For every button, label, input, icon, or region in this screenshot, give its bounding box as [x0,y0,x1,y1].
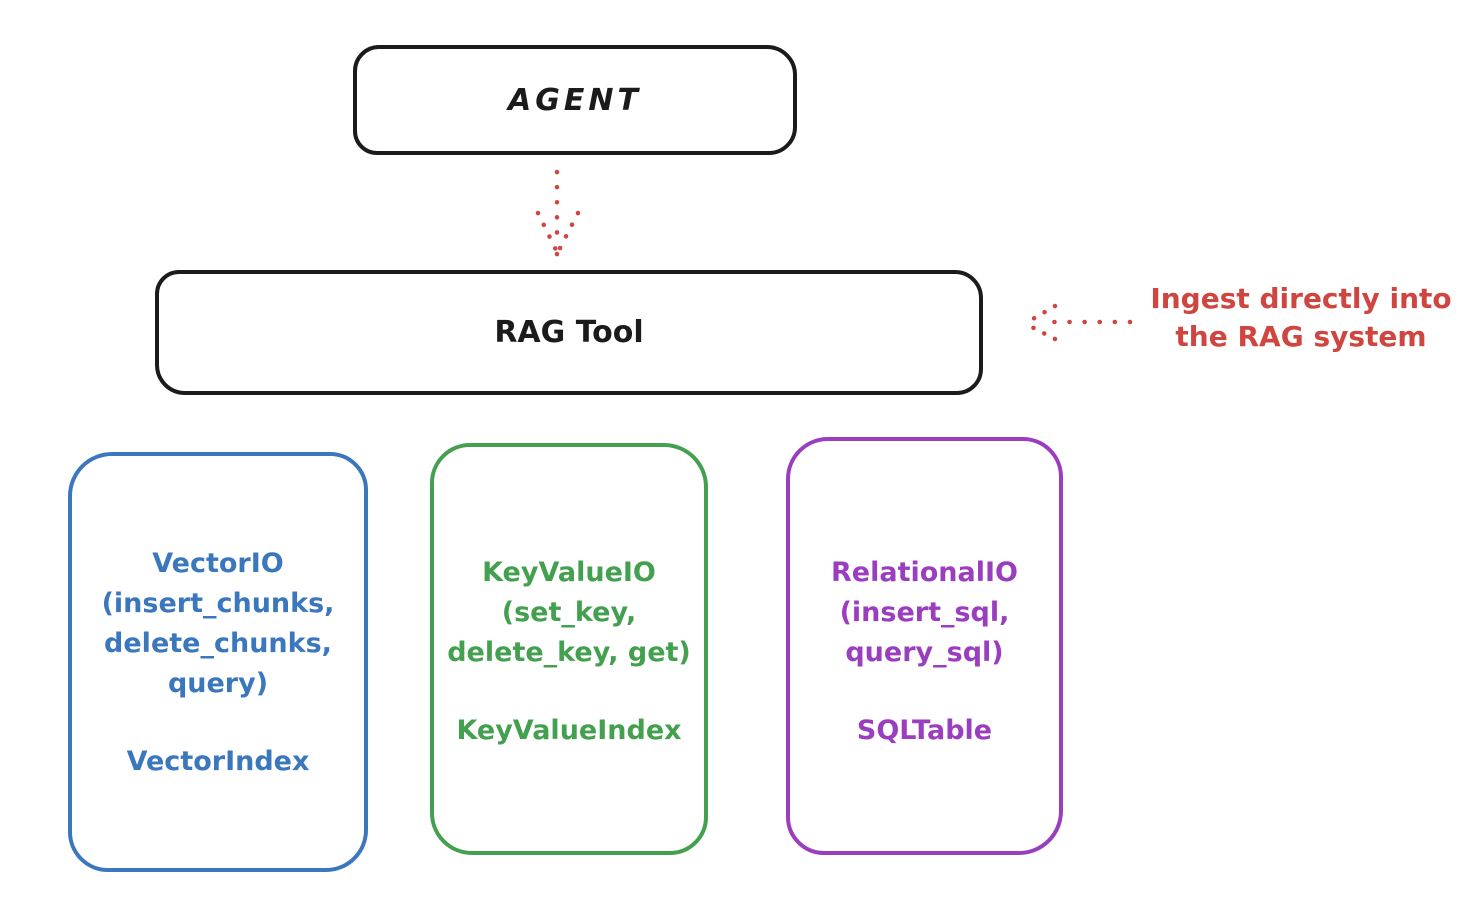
vector-io-box: VectorIO (insert_chunks, delete_chunks, … [68,452,368,872]
agent-to-rag-arrow [535,169,581,259]
rag-tool-box: RAG Tool [155,270,983,395]
agent-label: AGENT [508,82,642,118]
relational-io-body: RelationalIO (insert_sql, query_sql) [831,557,1018,668]
rag-tool-label: RAG Tool [494,315,644,350]
vector-index-label: VectorIndex [126,746,310,777]
keyvalue-index-label: KeyValueIndex [456,715,682,746]
keyvalue-io-box: KeyValueIO (set_key, delete_key, get) Ke… [430,443,708,855]
keyvalue-io-body: KeyValueIO (set_key, delete_key, get) [447,557,691,668]
relational-io-box: RelationalIO (insert_sql, query_sql) SQL… [786,437,1063,855]
ingest-annotation-arrow [1023,303,1133,342]
vector-io-body: VectorIO (insert_chunks, delete_chunks, … [101,548,335,699]
sql-table-label: SQLTable [856,715,993,746]
agent-box: AGENT [353,45,797,155]
ingest-annotation-text: Ingest directly into the RAG system [1150,282,1452,353]
